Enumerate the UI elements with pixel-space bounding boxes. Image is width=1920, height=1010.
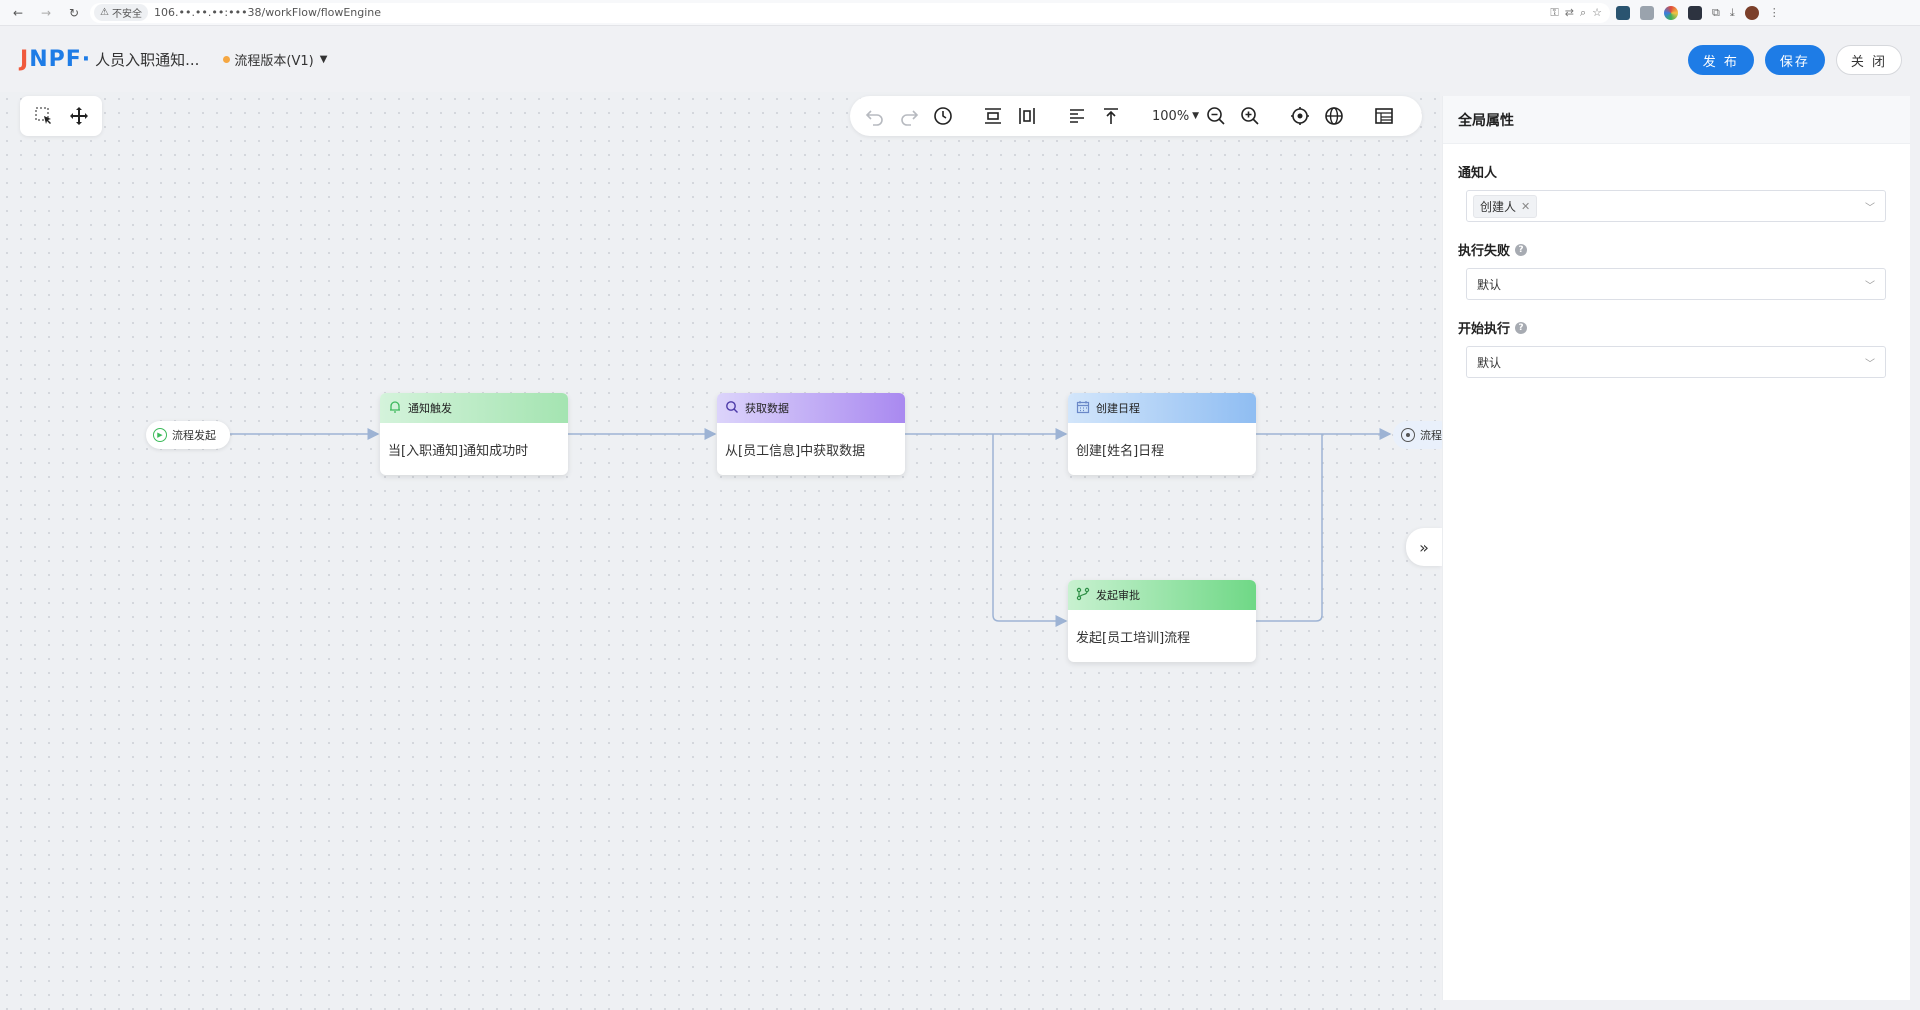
extension-icon[interactable] bbox=[1616, 5, 1630, 20]
notifier-tag: 创建人 ✕ bbox=[1473, 194, 1538, 218]
connector bbox=[1255, 434, 1323, 622]
node-description: 从[员工信息]中获取数据 bbox=[725, 444, 866, 459]
history-icon[interactable] bbox=[930, 103, 956, 129]
calendar-icon bbox=[1076, 400, 1090, 417]
node-description: 发起[员工培训]流程 bbox=[1076, 631, 1191, 646]
node-header: 创建日程 bbox=[1068, 393, 1256, 423]
zoom-in-icon[interactable] bbox=[1237, 103, 1263, 129]
zoom-icon[interactable]: ⌕ bbox=[1579, 5, 1587, 19]
connector bbox=[992, 434, 1068, 627]
node-title: 发起审批 bbox=[1096, 589, 1140, 602]
save-button[interactable]: 保存 bbox=[1764, 45, 1825, 75]
app-header: JNPF· 人员入职通知... 流程版本(V1) ▼ 发 布 保存 关 闭 bbox=[0, 26, 1920, 92]
start-node[interactable]: ▶ 流程发起 bbox=[146, 421, 230, 449]
end-icon bbox=[1401, 428, 1415, 442]
redo-icon[interactable] bbox=[896, 103, 922, 129]
version-label: 流程版本(V1) bbox=[234, 53, 314, 69]
key-icon[interactable]: ⚿ bbox=[1550, 5, 1559, 19]
node-description: 创建[姓名]日程 bbox=[1076, 444, 1165, 459]
more-icon[interactable]: ⋮ bbox=[1768, 5, 1780, 19]
bell-icon bbox=[388, 400, 402, 417]
chevron-down-icon: ﹀ bbox=[1865, 281, 1875, 292]
close-icon[interactable]: ✕ bbox=[1521, 199, 1531, 213]
fail-value: 默认 bbox=[1477, 277, 1502, 292]
zoom-out-icon[interactable] bbox=[1203, 103, 1229, 129]
search-icon bbox=[725, 400, 739, 417]
fail-select[interactable]: 默认 ﹀ bbox=[1466, 268, 1886, 300]
notifier-label: 通知人 bbox=[1458, 166, 1498, 181]
translate-icon[interactable]: ⇄ bbox=[1564, 6, 1574, 19]
collapse-panel-button[interactable]: » bbox=[1406, 528, 1442, 566]
align-horizontal-icon[interactable] bbox=[1014, 103, 1040, 129]
selection-toolbar bbox=[20, 96, 102, 136]
start-exec-label: 开始执行 ? bbox=[1458, 318, 1910, 337]
align-top-icon[interactable] bbox=[1098, 103, 1124, 129]
flow-node-notify-trigger[interactable]: 通知触发 当[入职通知]通知成功时 bbox=[380, 393, 568, 475]
forward-icon[interactable]: → bbox=[40, 5, 52, 20]
close-button[interactable]: 关 闭 bbox=[1835, 45, 1902, 75]
flow-node-start-approval[interactable]: 发起审批 发起[员工培训]流程 bbox=[1068, 580, 1256, 662]
notifier-select[interactable]: 创建人 ✕ ﹀ bbox=[1466, 190, 1886, 222]
flow-connectors bbox=[230, 428, 1392, 627]
status-dot bbox=[223, 55, 231, 63]
insecure-badge[interactable]: ⚠不安全 bbox=[94, 4, 148, 21]
node-description: 当[入职通知]通知成功时 bbox=[388, 444, 529, 459]
flow-node-get-data[interactable]: 获取数据 从[员工信息]中获取数据 bbox=[717, 393, 905, 475]
back-icon[interactable]: ← bbox=[12, 5, 24, 20]
node-header: 获取数据 bbox=[717, 393, 905, 423]
box-select-icon[interactable] bbox=[31, 103, 57, 129]
caret-down-icon: ▼ bbox=[1192, 111, 1200, 121]
extension-icon[interactable] bbox=[1640, 5, 1654, 20]
extension-icons: ⧉ ⤓ ⋮ bbox=[1616, 5, 1780, 20]
minimap-icon[interactable] bbox=[1371, 103, 1397, 129]
version-selector[interactable]: 流程版本(V1) ▼ bbox=[223, 50, 327, 69]
panel-title: 全局属性 bbox=[1443, 96, 1910, 144]
end-node-label: 流程 bbox=[1420, 429, 1442, 442]
zoom-selector[interactable]: 100% ▼ bbox=[1152, 109, 1199, 124]
play-icon: ▶ bbox=[153, 428, 167, 442]
caret-down-icon: ▼ bbox=[319, 53, 328, 65]
node-title: 创建日程 bbox=[1096, 402, 1140, 415]
locate-icon[interactable] bbox=[1287, 103, 1313, 129]
reload-icon[interactable]: ↻ bbox=[68, 5, 80, 20]
extension-icon[interactable] bbox=[1688, 5, 1702, 20]
avatar[interactable] bbox=[1744, 5, 1759, 20]
help-icon[interactable]: ? bbox=[1515, 243, 1528, 256]
start-exec-value: 默认 bbox=[1477, 355, 1502, 370]
globe-icon[interactable] bbox=[1321, 103, 1347, 129]
move-icon[interactable] bbox=[66, 103, 92, 129]
logo: JNPF· bbox=[20, 46, 92, 72]
node-title: 获取数据 bbox=[745, 402, 789, 415]
zoom-value: 100% bbox=[1152, 108, 1190, 124]
chevron-down-icon: ﹀ bbox=[1865, 359, 1875, 370]
download-icon[interactable]: ⤓ bbox=[1729, 5, 1735, 19]
properties-panel: 全局属性 通知人 创建人 ✕ ﹀ 执行失败 ? 默认 ﹀ 开始执行 ? 默认 ﹀ bbox=[1442, 96, 1910, 1000]
undo-icon[interactable] bbox=[862, 103, 888, 129]
flow-canvas[interactable] bbox=[0, 92, 1440, 1010]
fail-label: 执行失败 ? bbox=[1458, 240, 1910, 259]
node-header: 发起审批 bbox=[1068, 580, 1256, 610]
flow-node-create-schedule[interactable]: 创建日程 创建[姓名]日程 bbox=[1068, 393, 1256, 475]
node-title: 通知触发 bbox=[408, 402, 452, 415]
address-bar[interactable]: ⚠不安全 106.••.••.••:•••38/workFlow/flowEng… bbox=[90, 2, 1610, 23]
align-vertical-icon[interactable] bbox=[980, 103, 1006, 129]
star-icon[interactable]: ☆ bbox=[1592, 6, 1602, 19]
puzzle-icon[interactable]: ⧉ bbox=[1712, 5, 1720, 19]
chevron-down-icon: ﹀ bbox=[1865, 203, 1875, 214]
extension-icon[interactable] bbox=[1664, 5, 1678, 20]
browser-bar: ← → ↻ ⚠不安全 106.••.••.••:•••38/workFlow/f… bbox=[0, 0, 1920, 26]
double-chevron-right-icon: » bbox=[1419, 537, 1429, 557]
url-text[interactable]: 106.••.••.••:•••38/workFlow/flowEngine bbox=[153, 6, 382, 19]
warning-icon: ⚠ bbox=[100, 7, 109, 18]
node-header: 通知触发 bbox=[380, 393, 568, 423]
browser-nav: ← → ↻ bbox=[10, 6, 82, 20]
help-icon[interactable]: ? bbox=[1515, 321, 1528, 334]
start-node-label: 流程发起 bbox=[172, 429, 216, 442]
align-left-icon[interactable] bbox=[1064, 103, 1090, 129]
canvas-toolbar: 100% ▼ bbox=[850, 96, 1422, 136]
start-exec-select[interactable]: 默认 ﹀ bbox=[1466, 346, 1886, 378]
branch-icon bbox=[1076, 587, 1090, 604]
publish-button[interactable]: 发 布 bbox=[1687, 45, 1754, 75]
flow-title: 人员入职通知... bbox=[95, 50, 200, 69]
